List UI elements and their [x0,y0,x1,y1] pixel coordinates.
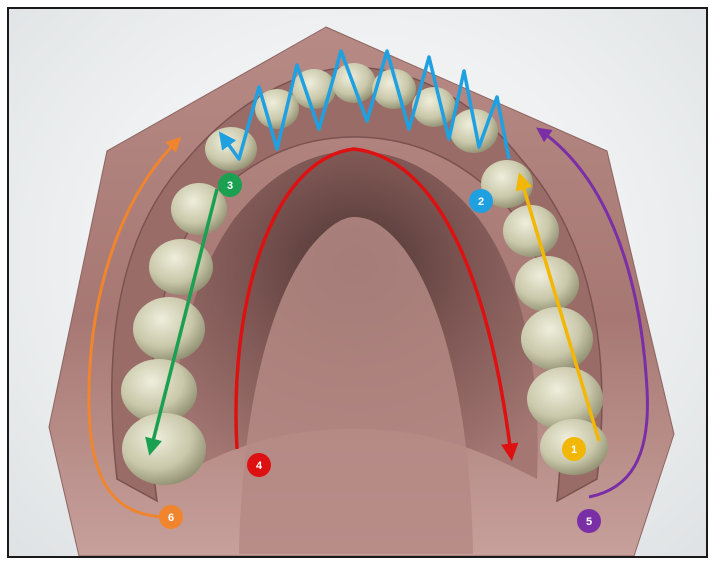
image-frame: 1 2 3 4 5 6 [7,7,708,558]
badge-4: 4 [247,453,271,477]
svg-text:1: 1 [571,444,577,456]
svg-text:4: 4 [256,460,263,472]
badge-1: 1 [562,437,586,461]
svg-text:5: 5 [586,516,592,528]
svg-text:2: 2 [478,196,484,208]
badge-3: 3 [218,173,242,197]
badge-6: 6 [159,505,183,529]
badge-2: 2 [469,189,493,213]
dental-arch-illustration: 1 2 3 4 5 6 [9,9,706,556]
svg-text:3: 3 [227,180,233,192]
badge-5: 5 [577,509,601,533]
svg-text:6: 6 [168,512,174,524]
